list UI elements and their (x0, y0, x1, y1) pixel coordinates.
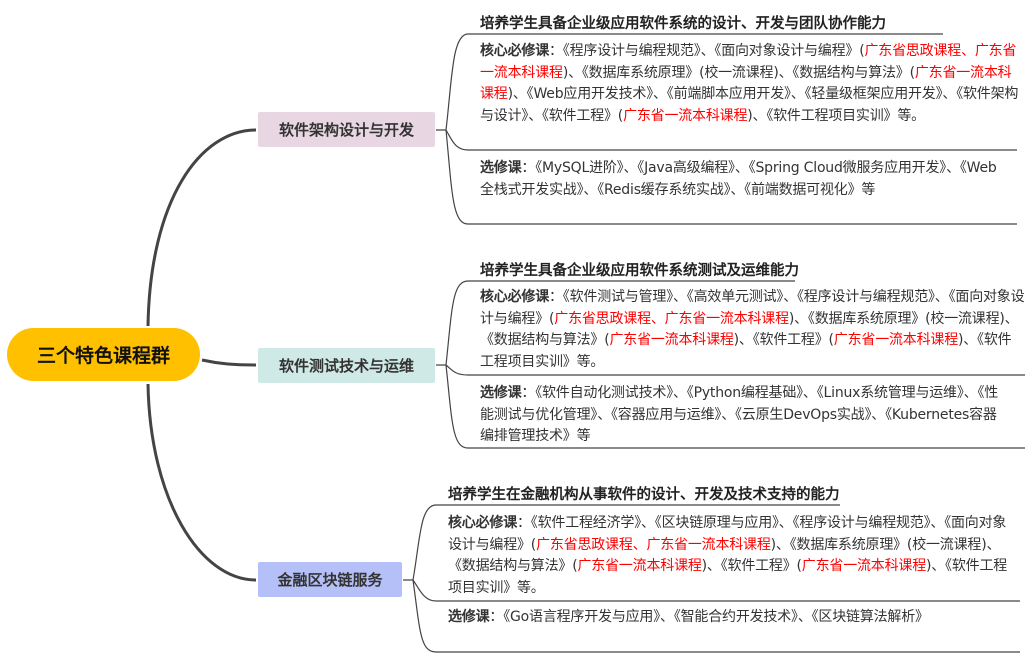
connector-root-branch-3 (146, 383, 257, 582)
core-courses-text[interactable]: 核心必修课：《软件测试与管理》、《高效单元测试》、《程序设计与编程规范》、《面向… (480, 287, 1025, 373)
course-category-label: 选修课 (448, 609, 490, 625)
course-honor-text: 广东省一流本科课程 (801, 558, 926, 574)
course-list-text: )、《数据库系统原理》(校一流课程)、《数据结构与算法》( (480, 310, 1019, 349)
branch-node-software-architecture[interactable]: 软件架构设计与开发 (258, 112, 435, 147)
connector-root-branch-1 (146, 128, 257, 327)
course-honor-text: 广东省一流本科课程 (623, 107, 748, 124)
course-list-text: )、《软件工程》( (733, 332, 834, 348)
branch-node-fintech-blockchain[interactable]: 金融区块链服务 (258, 562, 402, 597)
course-honor-text: 广东省思政课程、广东省一流本科课程 (536, 536, 771, 553)
course-list-text: )、《数据库系统原理》(校一流课程)、《数据结构与算法》( (448, 536, 1001, 575)
course-honor-text: 广东省思政课程、广东省一流本科课程 (480, 43, 1017, 81)
elective-courses-text[interactable]: 选修课：《Go语言程序开发与应用》、《智能合约开发技术》、《区块链算法解析》 (448, 607, 1008, 629)
course-list-text: )、《数据库系统原理》(校一流课程)、《数据结构与算法》( (562, 64, 915, 81)
core-courses-text[interactable]: 核心必修课：《软件工程经济学》、《区块链原理与应用》、《程序设计与编程规范》、《… (448, 513, 1018, 599)
course-honor-text: 广东省一流本科课程 (577, 558, 702, 574)
course-category-label: 核心必修课 (480, 43, 549, 59)
goal-heading[interactable]: 培养学生具备企业级应用软件系统的设计、开发与团队协作能力 (480, 16, 886, 32)
course-list-text: ：《软件自动化测试技术》、《Python编程基础》、《Linux系统管理与运维》… (480, 385, 999, 444)
course-honor-text: 广东省一流本科课程 (480, 64, 1012, 103)
course-list-text: ：《MySQL进阶》、《Java高级编程》、《Spring Cloud微服务应用… (480, 160, 997, 198)
course-category-label: 选修课 (480, 160, 522, 176)
course-honor-text: 广东省一流本科课程 (833, 332, 958, 348)
course-honor-text: 广东省一流本科课程 (609, 332, 734, 348)
core-courses-text[interactable]: 核心必修课：《程序设计与编程规范》、《面向对象设计与编程》(广东省思政课程、广东… (480, 41, 1025, 127)
connector-root-branch-2 (201, 358, 257, 367)
elective-courses-text[interactable]: 选修课：《软件自动化测试技术》、《Python编程基础》、《Linux系统管理与… (480, 383, 1010, 448)
course-list-text: )、《软件工程项目实训》等。 (747, 107, 925, 124)
goal-heading[interactable]: 培养学生具备企业级应用软件系统测试及运维能力 (480, 263, 799, 279)
course-honor-text: 广东省思政课程、广东省一流本科课程 (554, 310, 789, 327)
root-node[interactable]: 三个特色课程群 (7, 328, 200, 381)
course-category-label: 选修课 (480, 385, 522, 401)
course-category-label: 核心必修课 (448, 515, 517, 531)
course-list-text: ：《软件工程经济学》、《区块链原理与应用》、《程序设计与编程规范》、《面向对象设… (448, 515, 1007, 553)
course-list-text: )、《软件工程》( (701, 558, 802, 574)
course-list-text: )、《Web应用开发技术》、《前端脚本应用开发》、《轻量级框架应用开发》、《软件… (480, 86, 1019, 124)
course-list-text: )、《软件工程项目实训》等。 (448, 558, 1008, 596)
course-list-text: ：《软件测试与管理》、《高效单元测试》、《程序设计与编程规范》、《面向对象设计与… (480, 289, 1025, 327)
course-list-text: )、《软件工程项目实训》等。 (480, 332, 1012, 370)
course-list-text: ：《程序设计与编程规范》、《面向对象设计与编程》( (549, 43, 865, 59)
course-category-label: 核心必修课 (480, 289, 549, 305)
elective-courses-text[interactable]: 选修课：《MySQL进阶》、《Java高级编程》、《Spring Cloud微服… (480, 158, 1005, 201)
branch-node-software-testing[interactable]: 软件测试技术与运维 (258, 348, 435, 383)
course-list-text: ：《Go语言程序开发与应用》、《智能合约开发技术》、《区块链算法解析》 (489, 609, 929, 625)
goal-heading[interactable]: 培养学生在金融机构从事软件的设计、开发及技术支持的能力 (448, 487, 840, 503)
